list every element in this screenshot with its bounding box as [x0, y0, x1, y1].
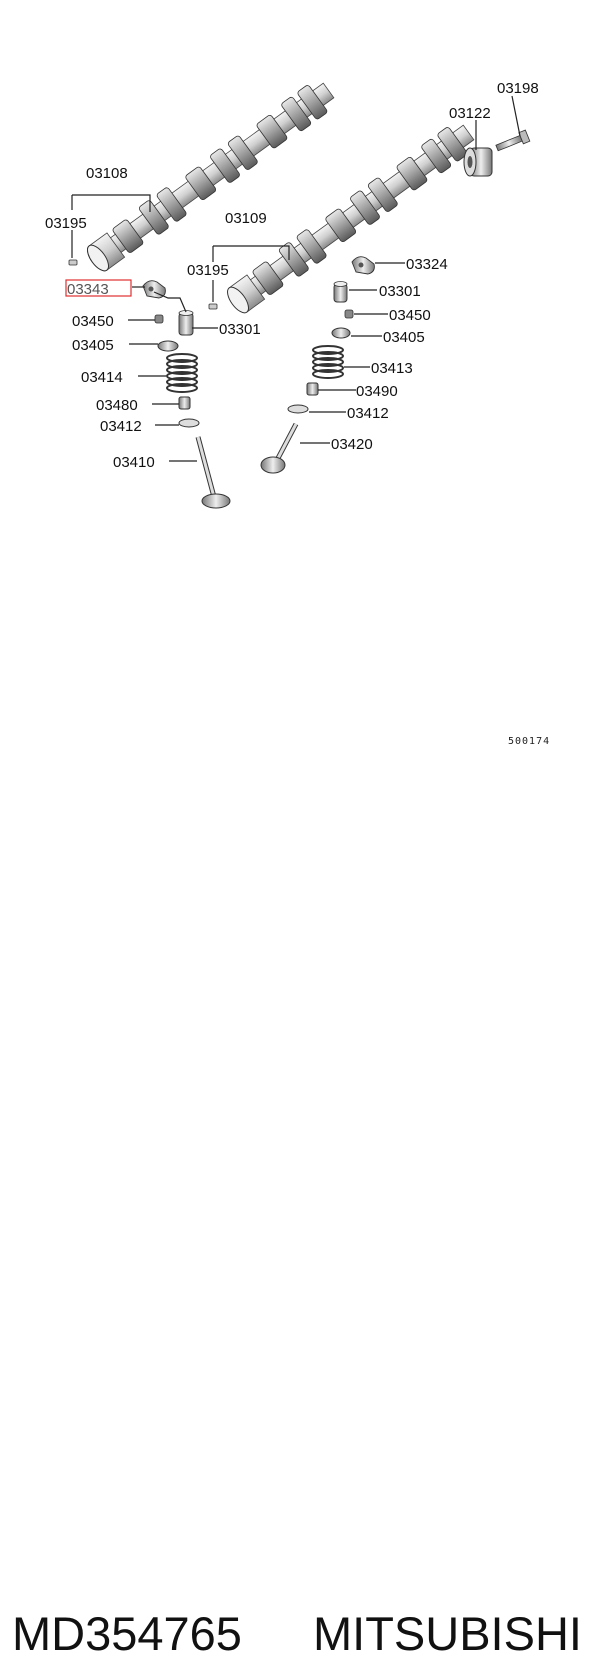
exhaust-valve [260, 422, 299, 474]
label-03324[interactable]: 03324 [406, 256, 448, 273]
label-03414[interactable]: 03414 [81, 369, 123, 386]
part-number: MD354765 [12, 1607, 242, 1660]
label-03195-left[interactable]: 03195 [45, 215, 87, 232]
spring-seat-right [287, 404, 309, 414]
product-caption: MD354765 MITSUBISHI [0, 800, 600, 1660]
spring-retainer-right [331, 327, 351, 339]
label-03301-right[interactable]: 03301 [379, 283, 421, 300]
svg-text:03343: 03343 [67, 281, 109, 298]
dowel-pin-left [68, 259, 78, 266]
rocker-arm-right [351, 256, 375, 275]
valve-cotter-left [154, 314, 164, 324]
valve-spring-left [166, 353, 198, 393]
valve-spring-right [312, 345, 344, 379]
label-03480[interactable]: 03480 [96, 397, 138, 414]
camshaft-left [87, 82, 335, 272]
spring-retainer-left [157, 340, 179, 352]
label-03410[interactable]: 03410 [113, 454, 155, 471]
label-03450-left[interactable]: 03450 [72, 313, 114, 330]
label-03405-right[interactable]: 03405 [383, 329, 425, 346]
lash-adjuster-left [178, 310, 194, 336]
label-03301-left[interactable]: 03301 [219, 321, 261, 338]
lash-adjuster-right [333, 281, 348, 303]
label-03490[interactable]: 03490 [356, 383, 398, 400]
label-03450-right[interactable]: 03450 [389, 307, 431, 324]
spring-seat-left [178, 418, 200, 428]
cam-bolt [495, 129, 531, 152]
label-03343-highlighted[interactable]: 03343 [65, 279, 132, 298]
cam-sprocket-adapter [463, 147, 493, 177]
leader-lines [71, 95, 521, 462]
label-03108[interactable]: 03108 [86, 165, 128, 182]
stem-seal-left [178, 396, 191, 410]
label-03412-left[interactable]: 03412 [100, 418, 142, 435]
label-03122[interactable]: 03122 [449, 105, 491, 122]
label-03420[interactable]: 03420 [331, 436, 373, 453]
camshaft-right [227, 124, 475, 314]
label-03109[interactable]: 03109 [225, 210, 267, 227]
stem-seal-right [306, 382, 319, 396]
brand-name: MITSUBISHI [313, 1607, 582, 1660]
rocker-arm-left [142, 280, 166, 299]
label-03413[interactable]: 03413 [371, 360, 413, 377]
valve-cotter-right [344, 309, 354, 319]
label-03405-left[interactable]: 03405 [72, 337, 114, 354]
label-03412-right[interactable]: 03412 [347, 405, 389, 422]
exploded-parts-diagram: 03198 03122 03108 03195 03109 03195 0332… [45, 80, 550, 747]
diagram-reference-number: 500174 [508, 736, 550, 747]
intake-valve [195, 436, 231, 509]
label-03195-right[interactable]: 03195 [187, 262, 229, 279]
label-03198[interactable]: 03198 [497, 80, 539, 97]
dowel-pin-right [208, 303, 218, 310]
